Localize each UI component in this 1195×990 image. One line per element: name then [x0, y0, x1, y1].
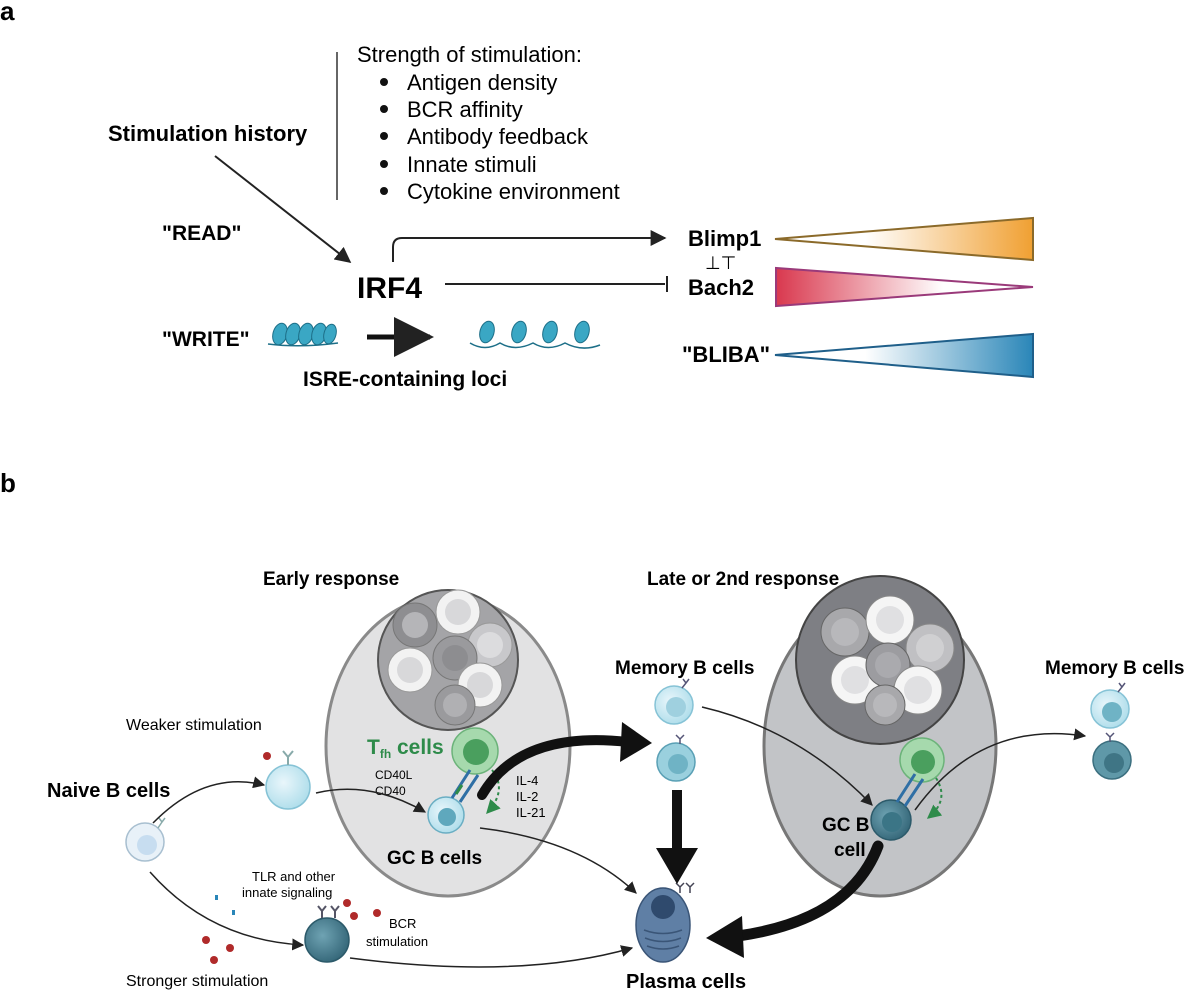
naive-to-weak-arrow — [152, 776, 266, 824]
bliba-gradient-wedge — [774, 332, 1034, 379]
cytokine-signal-arrow — [486, 769, 501, 815]
write-label: "WRITE" — [162, 328, 250, 351]
cytokine-label: IL-4 — [516, 773, 538, 788]
gc-b-cells-label: GC B cells — [387, 848, 482, 869]
cd40l-label: CD40L — [375, 768, 413, 782]
gc-b-cell-label-line2: cell — [834, 840, 866, 861]
tlr-label-line2: innate signaling — [242, 885, 332, 900]
stimulation-factor: Antibody feedback — [407, 124, 589, 149]
memory-b-cell-icon — [1090, 682, 1130, 729]
gc-to-memory-thick-arrow — [477, 735, 633, 800]
gc-b-cell-late-icon — [870, 773, 925, 841]
memory-b-cells-label-1: Memory B cells — [615, 658, 754, 679]
bullet-icon — [380, 78, 388, 86]
bullet-icon — [380, 160, 388, 168]
stimulation-heading: Strength of stimulation: — [357, 42, 582, 67]
cytokine-label: IL-2 — [516, 789, 538, 804]
bach2-label: Bach2 — [688, 275, 754, 300]
early-response-title: Early response — [263, 569, 399, 590]
late-cluster-cells — [820, 595, 955, 726]
cytokine-label: IL-21 — [516, 805, 546, 820]
bullet-icon — [380, 105, 388, 113]
gc-b-cell-label-line1: GC B — [822, 815, 870, 836]
tfh-cell-icon — [451, 727, 499, 775]
bcr-label-line1: BCR — [389, 916, 416, 931]
antigen-dots — [202, 895, 381, 964]
weak-to-gc-arrow — [315, 788, 427, 813]
late-gc-to-memory-arrow — [914, 728, 1087, 811]
compact-chromatin-icon — [267, 322, 339, 347]
early-cluster-cells — [387, 589, 513, 726]
open-chromatin-icon — [469, 320, 601, 349]
memory-b-cell-icon — [654, 678, 694, 725]
bliba-label: "BLIBA" — [682, 342, 770, 367]
naive-b-cells-label: Naive B cells — [47, 780, 170, 802]
arrowhead-icon — [706, 916, 744, 958]
bach2-gradient-wedge — [775, 266, 1034, 308]
memory-b-cell-icon — [656, 734, 696, 782]
stronger-stimulation-label: Stronger stimulation — [126, 973, 268, 990]
stimulation-history-label: Stimulation history — [108, 121, 308, 146]
naive-b-cell-icon — [125, 817, 166, 862]
arrowhead-icon — [620, 722, 652, 762]
late-response-title: Late or 2nd response — [647, 569, 839, 590]
late-gc-to-plasma-thick-arrow — [732, 840, 884, 942]
bullet-icon — [380, 187, 388, 195]
gc-b-cell-early-icon — [427, 769, 480, 834]
blimp1-gradient-wedge — [774, 216, 1034, 262]
stimulation-factor-list: Antigen density BCR affinity Antibody fe… — [380, 70, 620, 204]
antagonism-symbol: ⊥⊤ — [705, 253, 736, 273]
stimulation-factor: Innate stimuli — [407, 152, 537, 177]
read-label: "READ" — [162, 222, 241, 245]
bcr-label-line2: stimulation — [366, 934, 428, 949]
gc-to-plasma-arrow — [479, 827, 637, 894]
activated-b-cell-weak-icon — [265, 750, 311, 810]
plasma-cells-label: Plasma cells — [626, 971, 746, 990]
stimulation-factor: Antigen density — [407, 70, 557, 95]
strong-to-plasma-arrow — [349, 945, 634, 968]
arrowhead-icon — [656, 848, 698, 884]
irf4-to-blimp1-arrow — [392, 230, 667, 262]
tfh-cell-late-icon — [899, 737, 945, 783]
weaker-stimulation-label: Weaker stimulation — [126, 717, 262, 734]
memory-b-cells-label-2: Memory B cells — [1045, 658, 1184, 679]
stimulation-factor: BCR affinity — [407, 97, 523, 122]
tfh-cells-label: Tfh cells — [367, 736, 444, 761]
blimp1-label: Blimp1 — [688, 226, 761, 251]
panel-a-label: a — [0, 0, 15, 26]
panel-b-label: b — [0, 468, 16, 498]
history-to-irf4-arrow — [214, 155, 352, 263]
plasma-cell-icon — [635, 882, 695, 963]
memory-b-cell-icon — [1092, 732, 1132, 780]
isre-loci-label: ISRE-containing loci — [303, 368, 507, 391]
stimulation-factor: Cytokine environment — [407, 179, 620, 204]
antigen-dot — [263, 752, 271, 760]
memory-to-late-gc-arrow — [701, 706, 873, 806]
irf4-label: IRF4 — [357, 272, 422, 305]
activated-b-cell-strong-icon — [304, 905, 350, 963]
bullet-icon — [380, 132, 388, 140]
tlr-label-line1: TLR and other — [252, 869, 336, 884]
naive-to-strong-arrow — [149, 871, 305, 951]
